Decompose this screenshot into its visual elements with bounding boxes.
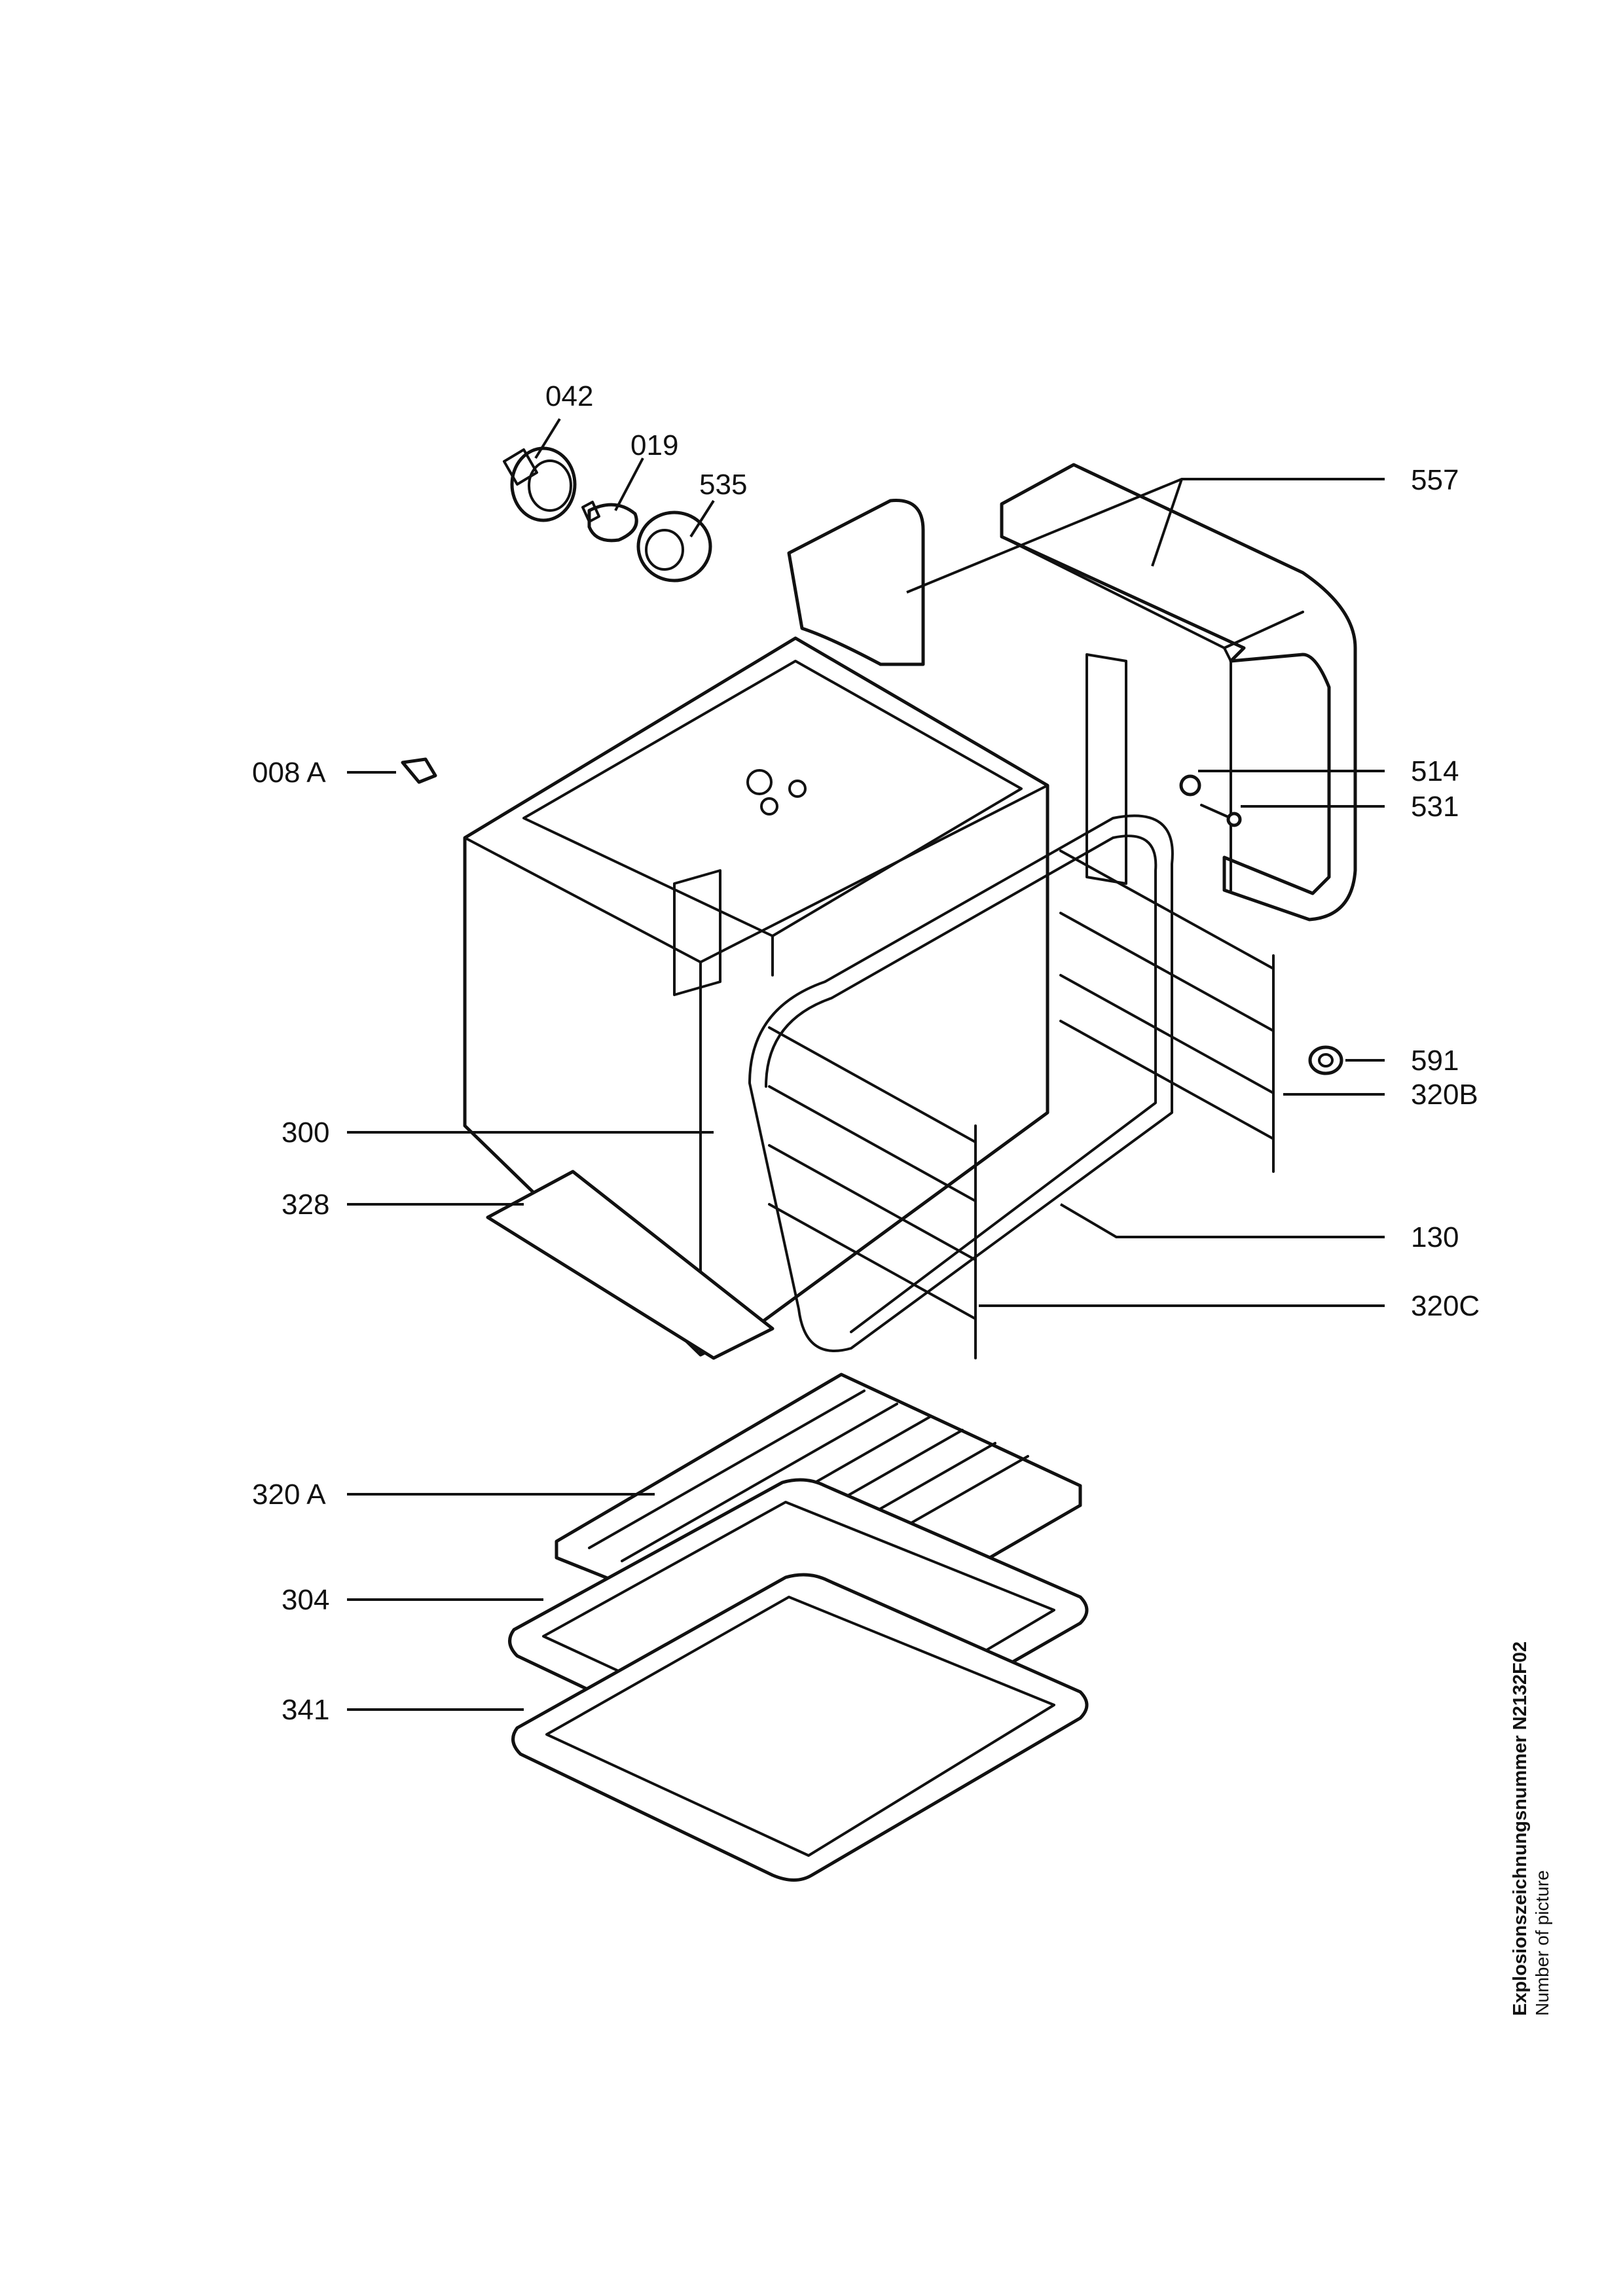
callout-557: 557 xyxy=(1411,464,1459,496)
callout-531: 531 xyxy=(1411,791,1459,823)
nut-part-591 xyxy=(1308,1045,1343,1075)
lamp-cover-part-535 xyxy=(636,511,712,583)
screw-part-531 xyxy=(1200,804,1242,827)
leader-lines xyxy=(347,418,1385,1711)
side-rail-right-part-320B xyxy=(1059,850,1275,1173)
callout-320A: 320 A xyxy=(252,1479,326,1511)
lamp-holder-part-042 xyxy=(503,446,577,522)
callout-130: 130 xyxy=(1411,1221,1459,1253)
callout-320C: 320C xyxy=(1411,1290,1480,1322)
callout-300: 300 xyxy=(282,1117,329,1149)
callout-591: 591 xyxy=(1411,1045,1459,1077)
callout-042: 042 xyxy=(545,380,593,412)
callout-535: 535 xyxy=(699,469,747,501)
callout-328: 328 xyxy=(282,1189,329,1221)
heating-element-part-130 xyxy=(748,814,1174,1352)
side-rail-left-part-320C xyxy=(768,1026,977,1359)
insulation-wrap-part-557 xyxy=(1000,463,1357,922)
callout-320B: 320B xyxy=(1411,1079,1478,1111)
callout-008A: 008 A xyxy=(252,757,326,789)
oven-cavity-part-300 xyxy=(463,636,1127,1357)
callout-341: 341 xyxy=(282,1694,329,1726)
drawing-number-caption: Explosionszeichnungsnummer N2132F02 Numb… xyxy=(1509,1641,1588,2016)
callout-514: 514 xyxy=(1411,755,1459,787)
drawing-number-text: Explosionszeichnungsnummer N2132F02 xyxy=(1510,1641,1531,2016)
callout-304: 304 xyxy=(282,1584,329,1616)
lamp-bulb-part-019 xyxy=(581,501,638,543)
insulation-small-part-557 xyxy=(787,499,925,666)
drawing-number-subtitle: Number of picture xyxy=(1532,1870,1552,2016)
bottom-panel-part-328 xyxy=(486,1170,775,1360)
baking-pan-part-341 xyxy=(511,1573,1089,1882)
screw-part-514 xyxy=(1179,774,1201,797)
callout-019: 019 xyxy=(630,429,678,461)
connector-part-008A xyxy=(401,757,437,784)
